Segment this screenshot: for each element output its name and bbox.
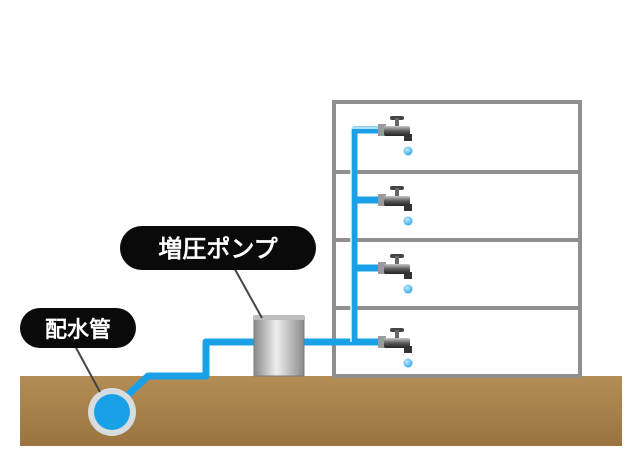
faucet-icon xyxy=(378,116,412,141)
booster-pump xyxy=(253,315,305,377)
water-drop-icon xyxy=(403,216,413,226)
pump-leader-line xyxy=(231,263,263,319)
faucet-floor-4 xyxy=(378,116,413,156)
pump-label-text: 増圧ポンプ xyxy=(158,235,278,263)
water-pipe xyxy=(109,126,382,413)
water-drop-icon xyxy=(403,284,413,294)
faucet-floor-1 xyxy=(378,328,413,368)
pump-label: 増圧ポンプ xyxy=(120,226,316,270)
faucet-icon xyxy=(378,186,412,211)
building xyxy=(332,100,582,378)
faucet-floor-3 xyxy=(378,186,413,226)
main-pipe-cross-section xyxy=(88,388,136,436)
water-drop-icon xyxy=(403,358,413,368)
main-pipe-label-text: 配水管 xyxy=(45,317,111,343)
pipe-highlight xyxy=(350,127,382,342)
faucet-icon xyxy=(378,254,412,279)
pump-icon xyxy=(253,315,305,377)
main-pipe-label: 配水管 xyxy=(20,308,136,348)
main-pipe-leader-line xyxy=(73,343,101,393)
faucet-icon xyxy=(378,328,412,353)
water-drop-icon xyxy=(403,146,413,156)
faucet-floor-2 xyxy=(378,254,413,294)
